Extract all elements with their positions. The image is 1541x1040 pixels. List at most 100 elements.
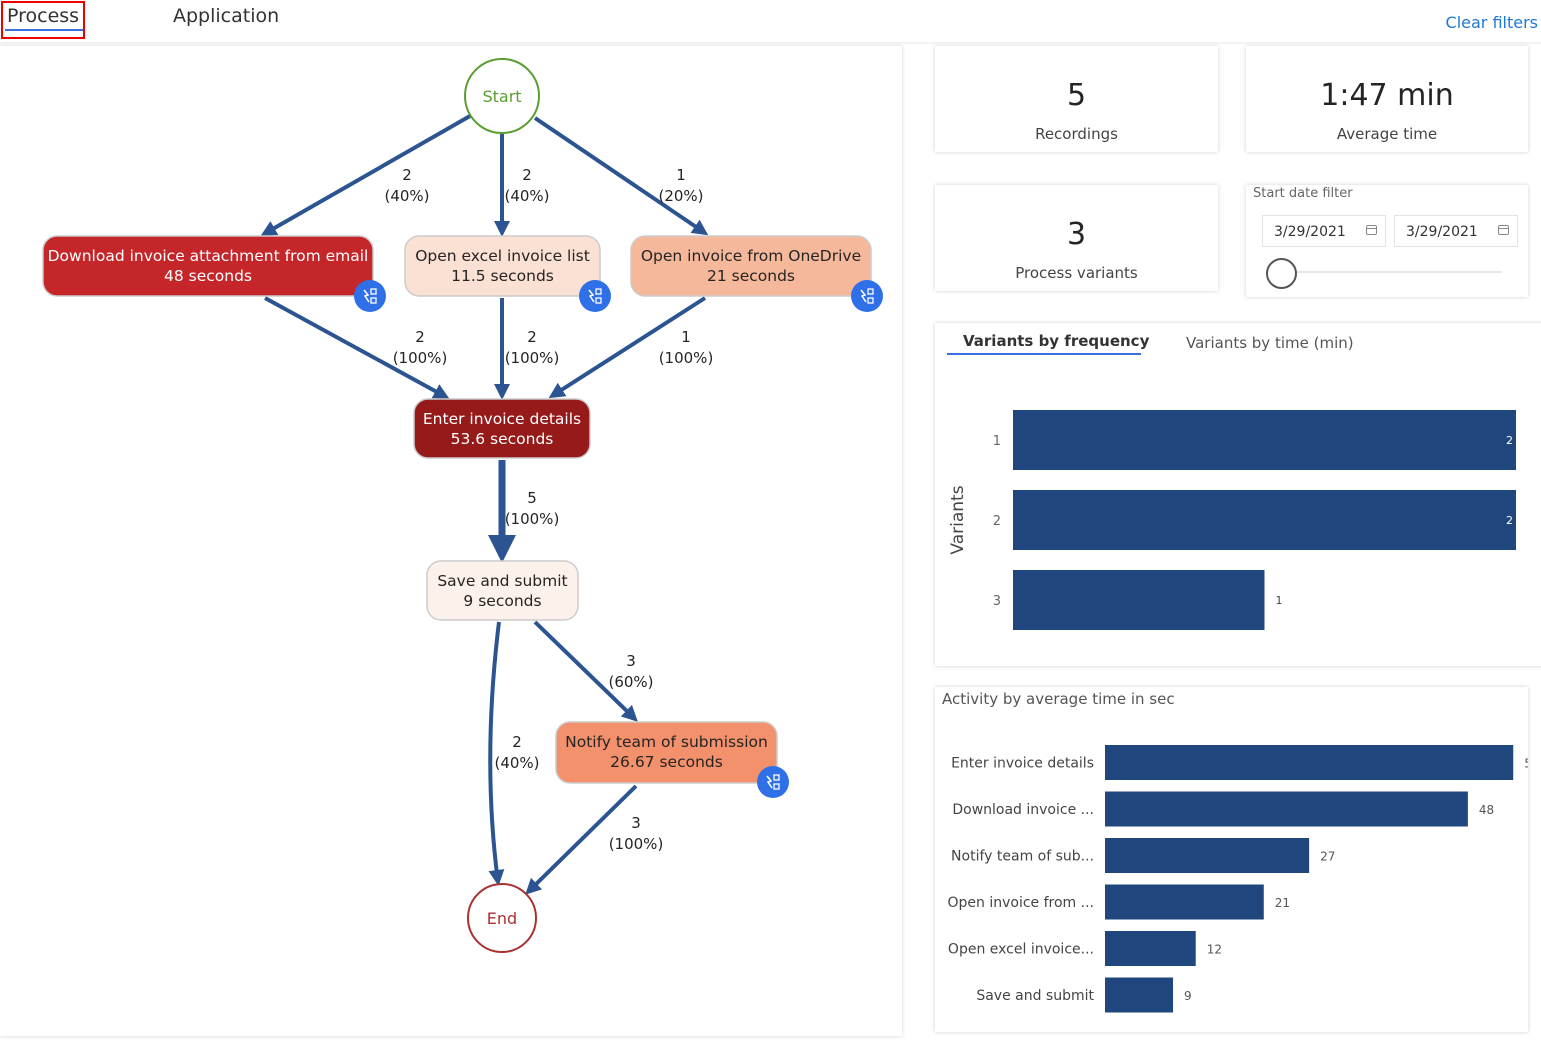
edge-count-label: 1 [681,328,691,346]
activity-node-box[interactable] [404,235,601,297]
active-tab-indicator [5,29,84,31]
automation-icon[interactable] [579,280,611,312]
activity-node-box[interactable] [555,721,778,784]
flow-icon [773,774,780,781]
header-divider [0,42,1541,45]
category-label: Enter invoice details [951,756,1094,772]
activity-node-excel[interactable]: Open excel invoice list 11.5 seconds [404,235,601,297]
activity-name: Open excel invoice list [415,247,590,265]
end-date-value: 3/29/2021 [1406,224,1478,240]
flow-icon [773,783,780,790]
variant-bar[interactable] [1013,490,1516,550]
activity-bar[interactable] [1105,977,1174,1013]
activity-time: 11.5 seconds [451,267,554,285]
data-label: 2 [1506,434,1513,447]
edge-percent-label: (100%) [505,349,560,367]
y-tick-label: 2 [993,514,1001,529]
edge-percent-label: (20%) [658,187,703,205]
start-date-filter-card: Start date filter 3/29/2021 3/29/2021 [1246,185,1528,297]
edge-count-label: 2 [512,733,522,751]
edge-count-label: 2 [402,166,412,184]
activity-node-box[interactable] [630,235,872,297]
tab-application[interactable]: Application [173,5,280,27]
category-label: Download invoice ... [952,802,1094,818]
activity-bar[interactable] [1105,931,1196,966]
variant-bar[interactable] [1013,410,1516,470]
automation-badge[interactable] [354,280,386,312]
automation-badge[interactable] [851,280,883,312]
edge-percent-label: (100%) [609,835,664,853]
automation-icon[interactable] [851,280,883,312]
end-node[interactable] [467,883,537,953]
calendar-icon[interactable] [1366,225,1377,235]
start-date-value: 3/29/2021 [1274,224,1346,240]
date-slider-track[interactable] [1282,271,1502,273]
flow-icon [370,297,377,304]
date-filter-title: Start date filter [1253,186,1353,201]
variant-bar[interactable] [1013,570,1265,630]
start-label: Start [482,87,521,106]
activity-node-download[interactable]: Download invoice attachment from email48… [42,235,374,297]
automation-icon[interactable] [354,280,386,312]
y-axis-label: Variants [948,485,968,554]
y-tick-label: 3 [993,594,1001,609]
edge-count-label: 2 [527,328,537,346]
automation-badge[interactable] [757,766,789,798]
flow-icon [595,288,602,295]
edge-start-to-download [260,114,471,236]
edge-percent-label: (40%) [384,187,429,205]
data-label: 48 [1479,803,1494,817]
activity-bar[interactable] [1105,791,1468,827]
data-label: 1 [1276,594,1283,607]
edge-count-label: 1 [676,166,686,184]
activity-bar[interactable] [1105,838,1310,873]
tab-variants-by-frequency[interactable]: Variants by frequency [963,332,1150,350]
category-label: Open invoice from ... [948,895,1095,911]
edge-save-to-notify [533,620,638,722]
activity-node-box[interactable] [413,398,591,459]
edge-percent-label: (40%) [504,187,549,205]
automation-badge[interactable] [579,280,611,312]
data-label: 21 [1275,896,1290,910]
data-label: 9 [1184,989,1192,1003]
activity-time: 21 seconds [707,267,795,285]
edge-start-to-onedrive [533,116,709,236]
activity-chart-title: Activity by average time in sec [942,690,1175,708]
flow-icon [595,297,602,304]
highlight-box [1,1,85,39]
activity-time: 26.67 seconds [610,753,723,771]
start-node[interactable] [464,58,540,134]
clear-filters-link[interactable]: Clear filters [1445,13,1538,32]
active-tab-indicator [947,353,1141,355]
edge-percent-label: (60%) [608,673,653,691]
calendar-icon[interactable] [1498,225,1509,235]
activity-bar[interactable] [1105,745,1514,780]
average-time-label: Average time [1336,125,1438,143]
edge-download-to-enter [264,296,450,399]
start-date-input[interactable]: 3/29/2021 [1262,215,1386,247]
flow-icon [370,288,377,295]
edge-save-to-end [488,621,505,886]
data-label: 12 [1207,943,1222,957]
date-slider-handle[interactable] [1266,258,1297,289]
activity-bar[interactable] [1105,884,1264,920]
category-label: Save and submit [976,988,1094,1004]
recordings-label: Recordings [1035,125,1118,143]
activity-node-box[interactable] [426,560,579,621]
edge-percent-label: (100%) [393,349,448,367]
tab-process[interactable]: Process [5,5,84,31]
automation-icon[interactable] [757,766,789,798]
end-date-input[interactable]: 3/29/2021 [1394,215,1518,247]
activity-node-box[interactable] [42,235,374,297]
tab-variants-by-time[interactable]: Variants by time (min) [1186,334,1354,352]
y-tick-label: 1 [993,434,1001,449]
edge-percent-label: (100%) [505,510,560,528]
data-label: 54 [1524,757,1528,771]
edge-percent-label: (100%) [659,349,714,367]
edge-onedrive-to-enter [548,296,707,399]
